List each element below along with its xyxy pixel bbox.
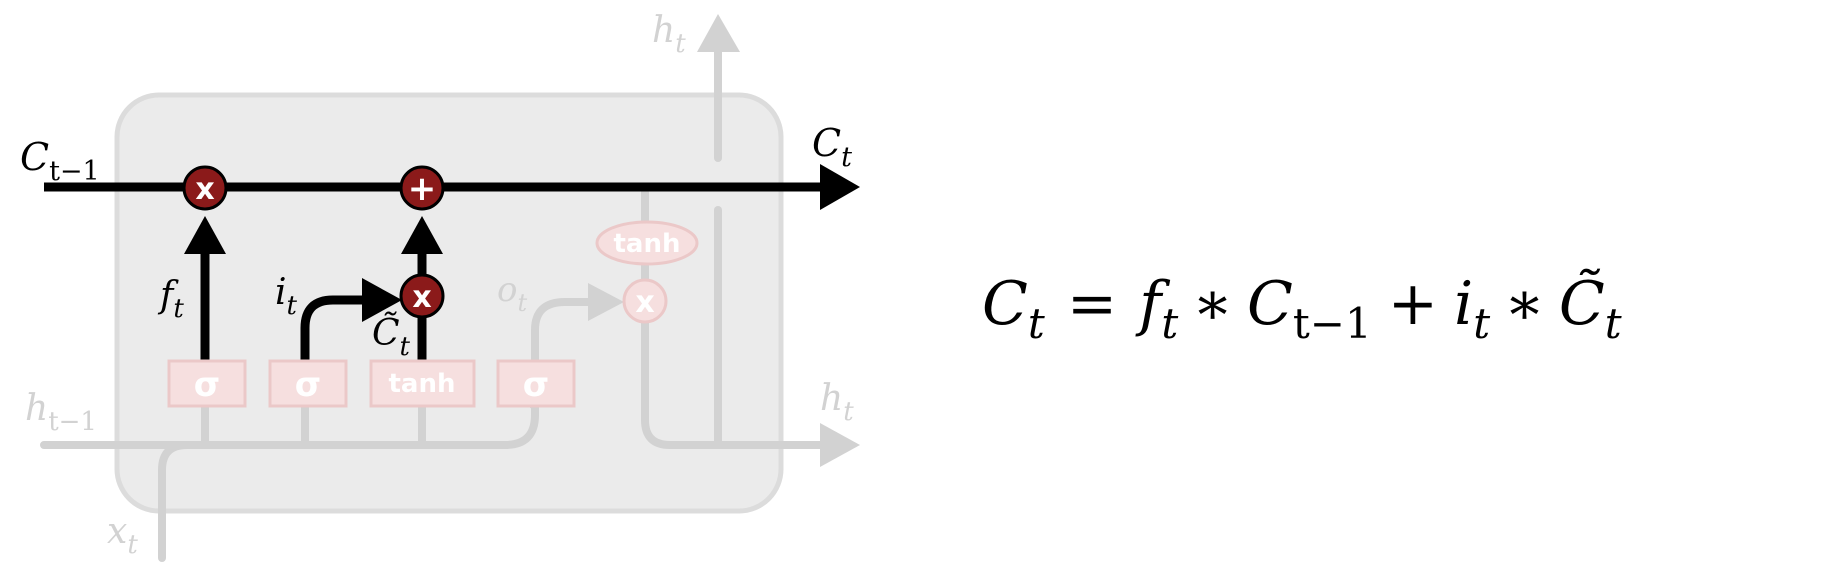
label-input-gate: it (275, 272, 298, 321)
input-x-line (158, 441, 191, 562)
eq-equals: = (1067, 269, 1117, 339)
gate-label-output: σ (523, 365, 549, 405)
gate-box-candidate (369, 359, 476, 408)
faded-paths (40, 48, 824, 562)
eq-lhs-base: C (982, 269, 1028, 339)
input-multiply-symbol: x (412, 280, 431, 315)
output-to-h (641, 314, 824, 449)
eq-term2-sub: t−1 (1293, 299, 1372, 348)
output-multiply-symbol: x (635, 285, 654, 320)
gate-box-output (496, 359, 576, 408)
label-h-top: ht (652, 10, 686, 59)
label-output-gate: ot (497, 270, 527, 317)
faded-arrowhead-h-top (697, 14, 740, 52)
eq-times2: ∗ (1504, 269, 1545, 339)
input-multiply-op (399, 273, 445, 319)
add-op (399, 165, 445, 211)
forget-multiply-symbol: x (195, 172, 214, 207)
arrowhead-cell-state (820, 164, 860, 210)
eq-term3-base: i (1454, 269, 1473, 339)
forget-multiply-op (182, 165, 228, 211)
eq-term3-sub: t (1473, 299, 1490, 348)
gate-layer: σ σ tanh σ tanh (167, 220, 699, 408)
label-h-prev: ht−1 (25, 388, 97, 437)
gate-label-forget: σ (194, 365, 220, 405)
gate-label-candidate: tanh (389, 369, 456, 399)
arrowhead-add (401, 216, 443, 254)
output-multiply-op (622, 278, 668, 324)
gate-box-forget (167, 359, 247, 408)
gate-box-input (268, 359, 348, 408)
gate-label-input: σ (295, 365, 321, 405)
eq-term4-sub: t (1605, 299, 1622, 348)
eq-plus: + (1388, 269, 1438, 339)
gate-ellipse-output-tanh (595, 220, 699, 266)
eq-term2-base: C (1247, 269, 1293, 339)
label-candidate: C̃t (372, 312, 411, 362)
eq-term4-base: C̃ (1559, 268, 1605, 339)
label-c-prev: Ct−1 (20, 135, 100, 187)
eq-lhs-sub: t (1028, 299, 1045, 348)
faded-arrowhead-output-gate (588, 283, 624, 321)
eq-term1-sub: t (1161, 299, 1178, 348)
arrowhead-forget (184, 216, 226, 254)
eq-times1: ∗ (1192, 269, 1233, 339)
add-symbol: + (408, 169, 437, 209)
operator-layer: x + x x (182, 165, 668, 324)
label-c-next: Ct (812, 121, 852, 173)
faded-arrowhead-h-next (820, 423, 860, 467)
label-x-input: xt (107, 511, 138, 560)
diagram-labels: Ct−1 Ct ht ht−1 ht xt ft it ot C̃t (20, 10, 854, 560)
label-h-next: ht (820, 378, 854, 427)
cell-state-equation: Ct=ft∗Ct−1+it∗C̃t (982, 268, 1622, 348)
input-gate-line (300, 295, 362, 360)
arrowhead-input (362, 278, 402, 322)
gate-label-output-tanh: tanh (614, 229, 681, 259)
